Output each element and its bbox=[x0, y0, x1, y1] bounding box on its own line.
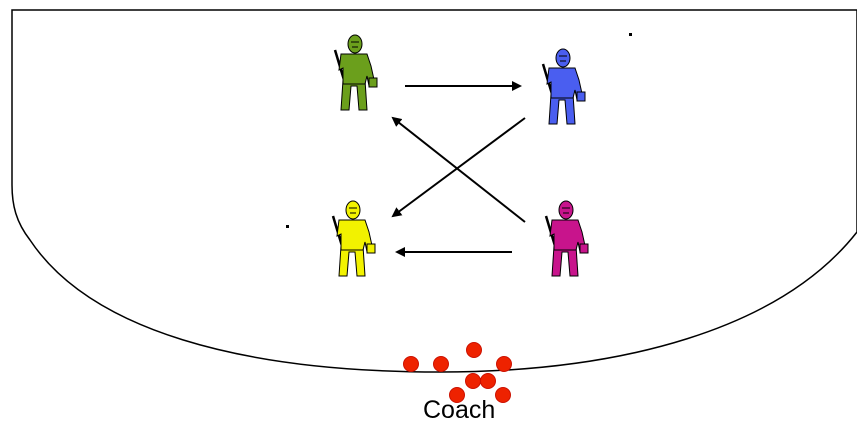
arrow-magenta-to-green bbox=[391, 116, 526, 223]
coach-label: Coach bbox=[423, 396, 496, 424]
rink-outline bbox=[11, 9, 857, 373]
blue-goalie-icon bbox=[541, 47, 587, 126]
puck bbox=[496, 356, 512, 372]
puck bbox=[466, 342, 482, 358]
puck bbox=[495, 387, 511, 403]
puck-group bbox=[403, 342, 512, 403]
puck bbox=[480, 373, 496, 389]
puck bbox=[449, 387, 465, 403]
dot-marker bbox=[286, 225, 289, 228]
green-goalie-icon bbox=[333, 33, 379, 112]
yellow-goalie-icon bbox=[331, 199, 377, 278]
dot-marker bbox=[629, 33, 632, 36]
puck bbox=[465, 373, 481, 389]
arrow-blue-to-yellow bbox=[391, 117, 526, 218]
puck bbox=[433, 356, 449, 372]
puck bbox=[403, 356, 419, 372]
magenta-goalie-icon bbox=[544, 199, 590, 278]
